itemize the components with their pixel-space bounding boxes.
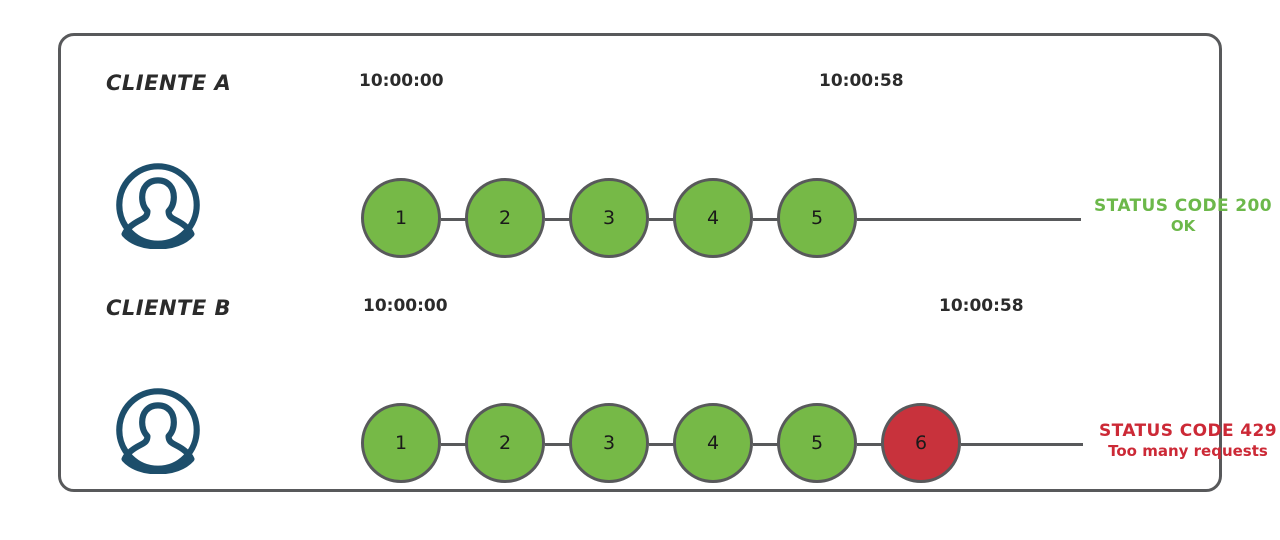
connector [545, 218, 577, 221]
track-tail-a [857, 218, 1081, 221]
request-node[interactable]: 1 [361, 403, 441, 483]
diagram-panel: CLIENTE A 10:00:00 10:00:58 1 2 3 4 5 [58, 33, 1277, 492]
status-badge-a: STATUS CODE 200 OK [1083, 196, 1280, 236]
timestamp-start-b: 10:00:00 [363, 296, 448, 316]
client-label-a: CLIENTE A [106, 71, 232, 95]
connector [649, 443, 681, 446]
connector [753, 218, 785, 221]
request-node[interactable]: 3 [569, 403, 649, 483]
connector [649, 218, 681, 221]
request-node[interactable]: 4 [673, 403, 753, 483]
request-node[interactable]: 5 [777, 403, 857, 483]
client-label-b: CLIENTE B [106, 296, 232, 320]
user-avatar-icon [114, 386, 202, 474]
connector [857, 443, 889, 446]
request-node[interactable]: 2 [465, 178, 545, 258]
connector [441, 443, 473, 446]
request-node[interactable]: 3 [569, 178, 649, 258]
timestamp-start-a: 10:00:00 [359, 71, 444, 91]
status-message-b: Too many requests [1108, 442, 1268, 461]
connector [753, 443, 785, 446]
timestamp-end-b: 10:00:58 [939, 296, 1024, 316]
request-node[interactable]: 2 [465, 403, 545, 483]
track-tail-b [961, 443, 1083, 446]
status-code-a: STATUS CODE 200 [1094, 196, 1272, 216]
timestamp-end-a: 10:00:58 [819, 71, 904, 91]
status-message-a: OK [1170, 217, 1196, 236]
request-node[interactable]: 4 [673, 178, 753, 258]
request-node[interactable]: 5 [777, 178, 857, 258]
user-avatar-icon [114, 161, 202, 249]
status-badge-b: STATUS CODE 429 Too many requests [1083, 421, 1280, 461]
request-node[interactable]: 1 [361, 178, 441, 258]
connector [441, 218, 473, 221]
connector [545, 443, 577, 446]
request-node-rate-limited[interactable]: 6 [881, 403, 961, 483]
status-code-b: STATUS CODE 429 [1099, 421, 1277, 441]
